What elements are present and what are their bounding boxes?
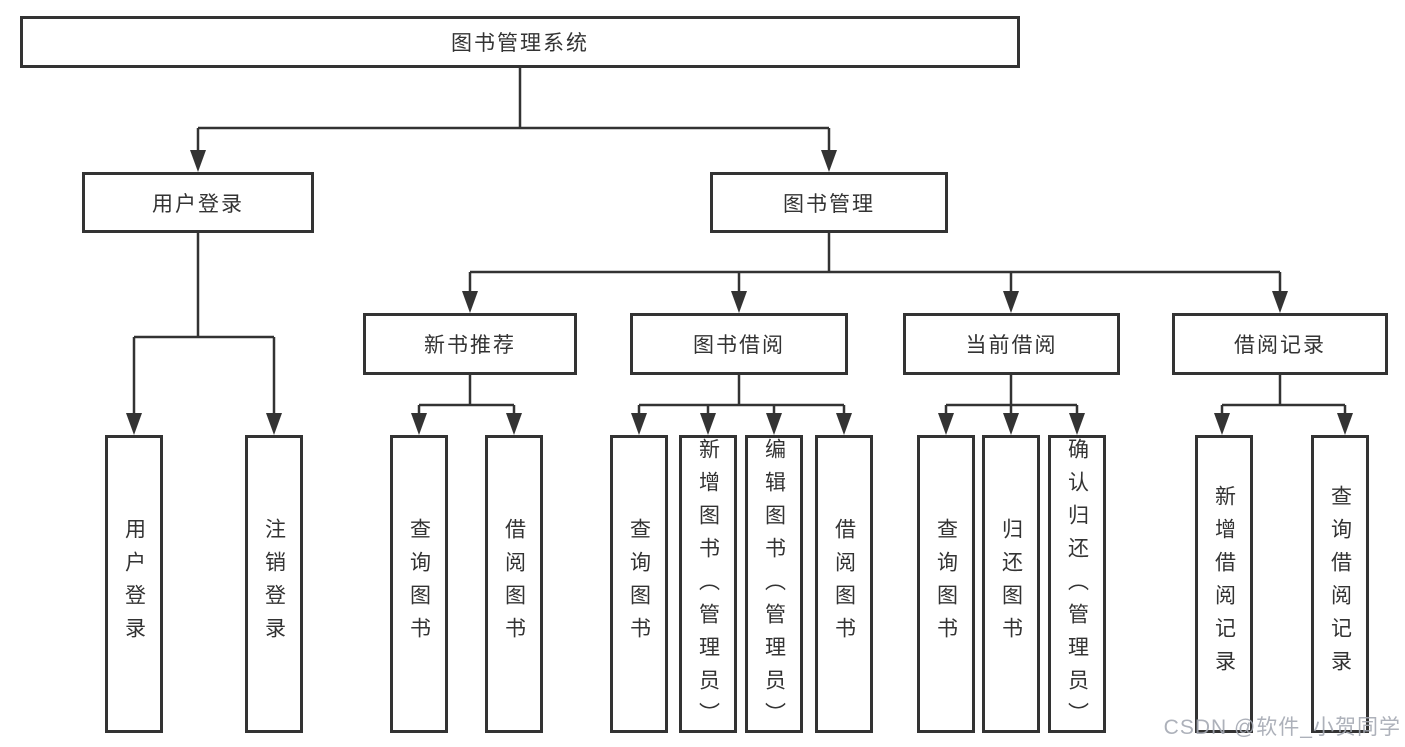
leaf-br-query-record: 查询借阅记录 [1311, 435, 1369, 733]
leaf-br-add-record: 新增借阅记录 [1195, 435, 1253, 733]
node-book-management: 图书管理 [710, 172, 948, 233]
arrowhead [1214, 413, 1230, 435]
leaf-label: 新增图书（管理员） [696, 438, 720, 735]
leaf-bb-add-book-admin: 新增图书（管理员） [679, 435, 737, 735]
arrowhead [631, 413, 647, 435]
node-label: 图书管理 [783, 192, 875, 216]
leaf-rec-query-book: 查询图书 [390, 435, 448, 733]
leaf-label: 编辑图书（管理员） [762, 438, 786, 735]
arrowhead [126, 413, 142, 435]
leaf-label: 归还图书 [999, 518, 1023, 650]
arrowhead [731, 291, 747, 313]
node-label: 用户登录 [152, 192, 244, 216]
leaf-cb-return-book: 归还图书 [982, 435, 1040, 733]
node-new-book-recommend: 新书推荐 [363, 313, 577, 375]
arrowhead [462, 291, 478, 313]
arrowhead [938, 413, 954, 435]
leaf-label: 确认归还（管理员） [1065, 438, 1089, 735]
node-label: 图书管理系统 [451, 32, 589, 55]
leaf-label: 查询图书 [627, 518, 651, 650]
connector-user-login [132, 233, 276, 431]
node-book-borrow: 图书借阅 [630, 313, 848, 375]
arrowhead [1003, 413, 1019, 435]
leaf-bb-query-book: 查询图书 [610, 435, 668, 733]
arrowhead [190, 150, 206, 172]
node-borrow-records: 借阅记录 [1172, 313, 1388, 375]
node-label: 图书借阅 [693, 334, 785, 357]
arrowhead [836, 413, 852, 435]
node-current-borrow: 当前借阅 [903, 313, 1120, 375]
leaf-cb-query-book: 查询图书 [917, 435, 975, 733]
connector-paths [132, 68, 1347, 431]
leaf-user-login: 用户登录 [105, 435, 163, 733]
arrowhead [266, 413, 282, 435]
arrowheads [126, 150, 1353, 435]
leaf-logout: 注销登录 [245, 435, 303, 733]
connector-book-borrow [637, 375, 846, 431]
arrowhead [411, 413, 427, 435]
watermark: CSDN @软件_小贺同学 [1163, 716, 1401, 739]
connector-root [196, 68, 831, 168]
connector-borrow-records [1220, 375, 1347, 431]
leaf-rec-borrow-book: 借阅图书 [485, 435, 543, 733]
node-label: 借阅记录 [1234, 334, 1326, 357]
connector-new-book-recommend [417, 375, 516, 431]
connector-book-management [468, 233, 1282, 309]
arrowhead [1272, 291, 1288, 313]
arrowhead [1069, 413, 1085, 435]
leaf-label: 新增借阅记录 [1212, 485, 1236, 683]
leaf-label: 查询图书 [934, 518, 958, 650]
arrowhead [506, 413, 522, 435]
arrowhead [766, 413, 782, 435]
leaf-label: 借阅图书 [832, 518, 856, 650]
arrowhead [700, 413, 716, 435]
node-label: 当前借阅 [965, 334, 1058, 357]
leaf-bb-borrow-book: 借阅图书 [815, 435, 873, 733]
node-user-login: 用户登录 [82, 172, 314, 233]
arrowhead [1337, 413, 1353, 435]
leaf-label: 注销登录 [262, 518, 286, 650]
leaf-bb-edit-book-admin: 编辑图书（管理员） [745, 435, 803, 735]
node-root: 图书管理系统 [20, 16, 1020, 68]
node-label: 新书推荐 [424, 334, 516, 357]
leaf-label: 查询借阅记录 [1328, 485, 1352, 683]
leaf-label: 查询图书 [407, 518, 431, 650]
leaf-cb-confirm-return-admin: 确认归还（管理员） [1048, 435, 1106, 735]
arrowhead [1003, 291, 1019, 313]
leaf-label: 借阅图书 [502, 518, 526, 650]
leaf-label: 用户登录 [122, 518, 146, 650]
arrowhead [821, 150, 837, 172]
